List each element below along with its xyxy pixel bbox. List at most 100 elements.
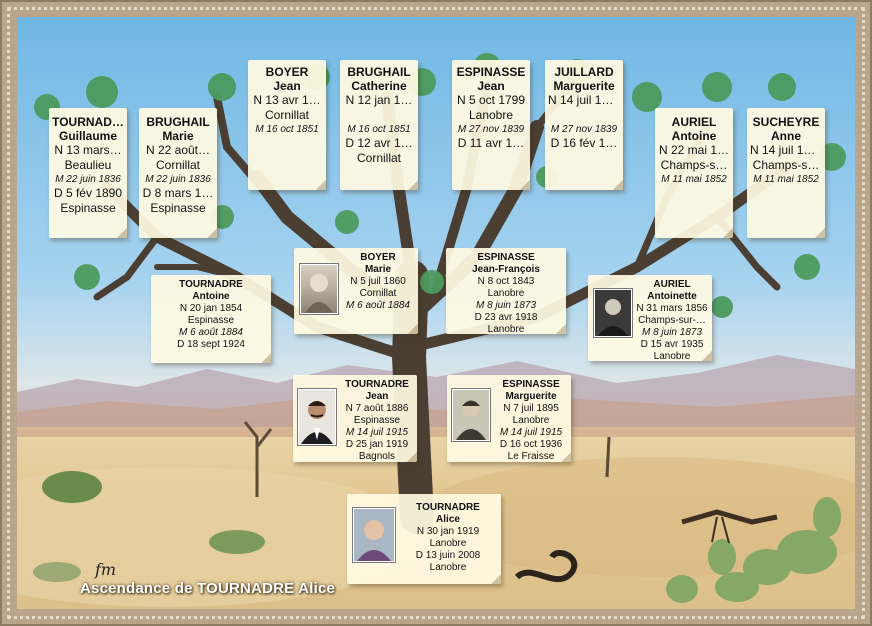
portrait-photo xyxy=(300,264,338,314)
death-place: Lanobre xyxy=(429,562,467,573)
given-name: Anne xyxy=(771,129,801,143)
surname: BOYER xyxy=(360,252,396,263)
marriage-line: M 22 juin 1836 xyxy=(145,174,211,185)
birth-line: N 5 juil 1860 xyxy=(350,276,406,287)
birth-line: N 14 juil 18… xyxy=(548,93,621,107)
ancestor-card-brughail-catherine[interactable]: BRUGHAIL Catherine N 12 jan 1… M 16 oct … xyxy=(340,60,418,190)
birth-place: Cornillat xyxy=(155,158,200,172)
ancestor-card-espinasse-marguerite[interactable]: ESPINASSE Marguerite N 7 juil 1895 Lanob… xyxy=(447,375,571,462)
birth-line: N 20 jan 1854 xyxy=(179,303,243,314)
death-place: Espinasse xyxy=(150,201,206,215)
surname: JUILLARD xyxy=(554,65,614,79)
birth-line: N 13 mars… xyxy=(54,143,122,157)
surname: SUCHEYRE xyxy=(752,115,820,129)
surname: TOURNADRE xyxy=(416,502,480,513)
birth-line: N 8 oct 1843 xyxy=(477,276,535,287)
surname: ESPINASSE xyxy=(456,65,526,79)
given-name: Antoine xyxy=(192,291,230,302)
birth-line: N 5 oct 1799 xyxy=(456,93,526,107)
given-name: Antoinette xyxy=(647,291,697,302)
death-place: Le Fraisse xyxy=(507,451,555,462)
death-line: D 23 avr 1918 xyxy=(474,312,538,323)
artist-signature: fm xyxy=(95,560,117,579)
birth-line: N 22 mai 1… xyxy=(658,143,730,157)
given-name: Alice xyxy=(436,514,460,525)
death-line: D 15 avr 1935 xyxy=(640,339,704,350)
death-place: Cornillat xyxy=(356,151,401,165)
birth-line: N 7 août 1886 xyxy=(345,403,409,414)
surname: TOURNADRE xyxy=(345,379,409,390)
birth-place: Lanobre xyxy=(429,538,467,549)
surname: ESPINASSE xyxy=(502,379,560,390)
death-line: D 16 fév 1… xyxy=(550,136,618,150)
death-line: D 13 juin 2008 xyxy=(415,550,481,561)
given-name: Marguerite xyxy=(553,79,615,93)
tree-scene: TOURNAD… Guillaume N 13 mars… Beaulieu M… xyxy=(17,17,855,609)
marriage-line: M 8 juin 1873 xyxy=(641,327,703,338)
marriage-line: M 14 juil 1915 xyxy=(345,427,409,438)
birth-place: Espinasse xyxy=(353,415,401,426)
surname: AURIEL xyxy=(653,279,691,290)
surname: AURIEL xyxy=(671,115,717,129)
portrait-photo xyxy=(452,389,490,441)
ancestor-card-sucheyre-anne[interactable]: SUCHEYRE Anne N 14 juil 18… Champs-s… M … xyxy=(747,108,825,238)
marriage-line: M 16 oct 1851 xyxy=(255,124,319,135)
ancestor-card-tournadre-guillaume[interactable]: TOURNAD… Guillaume N 13 mars… Beaulieu M… xyxy=(49,108,127,238)
birth-place: Champs-s… xyxy=(752,158,820,172)
death-line: D 5 fév 1890 xyxy=(53,186,123,200)
birth-place: Lanobre xyxy=(487,288,525,299)
given-name: Marguerite xyxy=(505,391,557,402)
given-name: Marie xyxy=(364,264,392,275)
ancestor-card-tournadre-antoine[interactable]: TOURNADRE Antoine N 20 jan 1854 Espinass… xyxy=(151,275,271,363)
birth-place: Beaulieu xyxy=(64,158,112,172)
ancestor-card-auriel-antoinette[interactable]: AURIEL Antoinette N 31 mars 1856 Champs-… xyxy=(588,275,712,361)
marriage-line: M 27 nov 1839 xyxy=(550,124,618,135)
ancestor-card-boyer-jean[interactable]: BOYER Jean N 13 avr 1… Cornillat M 16 oc… xyxy=(248,60,326,190)
death-line: D 25 jan 1919 xyxy=(345,439,409,450)
ancestor-card-brughail-marie[interactable]: BRUGHAIL Marie N 22 août… Cornillat M 22… xyxy=(139,108,217,238)
birth-place: Lanobre xyxy=(468,108,514,122)
ancestor-card-boyer-marie[interactable]: BOYER Marie N 5 juil 1860 Cornillat M 6 … xyxy=(294,248,418,334)
root-person-card-tournadre-alice[interactable]: TOURNADRE Alice N 30 jan 1919 Lanobre D … xyxy=(347,494,501,584)
death-line: D 11 avr 1… xyxy=(457,136,525,150)
portrait-photo xyxy=(353,508,395,562)
death-line: D 16 oct 1936 xyxy=(499,439,563,450)
surname: TOURNADRE xyxy=(179,279,243,290)
given-name: Jean xyxy=(477,79,505,93)
surname: BRUGHAIL xyxy=(146,115,210,129)
given-name: Jean-François xyxy=(472,264,540,275)
birth-line: N 12 jan 1… xyxy=(345,93,413,107)
birth-place: Cornillat xyxy=(359,288,397,299)
birth-line: N 14 juil 18… xyxy=(750,143,823,157)
given-name: Jean xyxy=(273,79,301,93)
death-place: Lanobre xyxy=(487,324,525,334)
ancestor-card-espinasse-jean-francois[interactable]: ESPINASSE Jean-François N 8 oct 1843 Lan… xyxy=(446,248,566,334)
chart-title: Ascendance de TOURNADRE Alice xyxy=(80,580,336,597)
ancestor-card-auriel-antoine[interactable]: AURIEL Antoine N 22 mai 1… Champs-s… M 1… xyxy=(655,108,733,238)
surname: BRUGHAIL xyxy=(347,65,411,79)
birth-place xyxy=(545,108,623,123)
marriage-line: M 6 août 1884 xyxy=(179,327,243,338)
given-name: Catherine xyxy=(351,79,407,93)
birth-line: N 22 août… xyxy=(145,143,211,157)
marriage-line: M 11 mai 1852 xyxy=(753,174,819,185)
marriage-line: M 16 oct 1851 xyxy=(347,124,411,135)
surname: TOURNAD… xyxy=(52,115,124,129)
death-line: D 18 sept 1924 xyxy=(177,339,245,350)
death-place: Lanobre xyxy=(653,351,691,361)
birth-place xyxy=(340,108,418,123)
marriage-line: M 8 juin 1873 xyxy=(475,300,537,311)
death-line: D 12 avr 1… xyxy=(345,136,413,150)
marriage-line: M 6 août 1884 xyxy=(346,300,410,311)
ancestor-card-espinasse-jean[interactable]: ESPINASSE Jean N 5 oct 1799 Lanobre M 27… xyxy=(452,60,530,190)
ancestor-card-tournadre-jean[interactable]: TOURNADRE Jean N 7 août 1886 Espinasse M… xyxy=(293,375,417,462)
portrait-photo xyxy=(594,289,632,337)
marriage-line: M 27 nov 1839 xyxy=(457,124,525,135)
ancestor-card-juillard-marguerite[interactable]: JUILLARD Marguerite N 14 juil 18… M 27 n… xyxy=(545,60,623,190)
birth-line: N 7 juil 1895 xyxy=(503,403,559,414)
birth-place: Espinasse xyxy=(187,315,235,326)
marriage-line: M 14 juil 1915 xyxy=(499,427,563,438)
birth-place: Cornillat xyxy=(264,108,309,122)
given-name: Marie xyxy=(162,129,194,143)
marriage-line: M 22 juin 1836 xyxy=(55,174,121,185)
